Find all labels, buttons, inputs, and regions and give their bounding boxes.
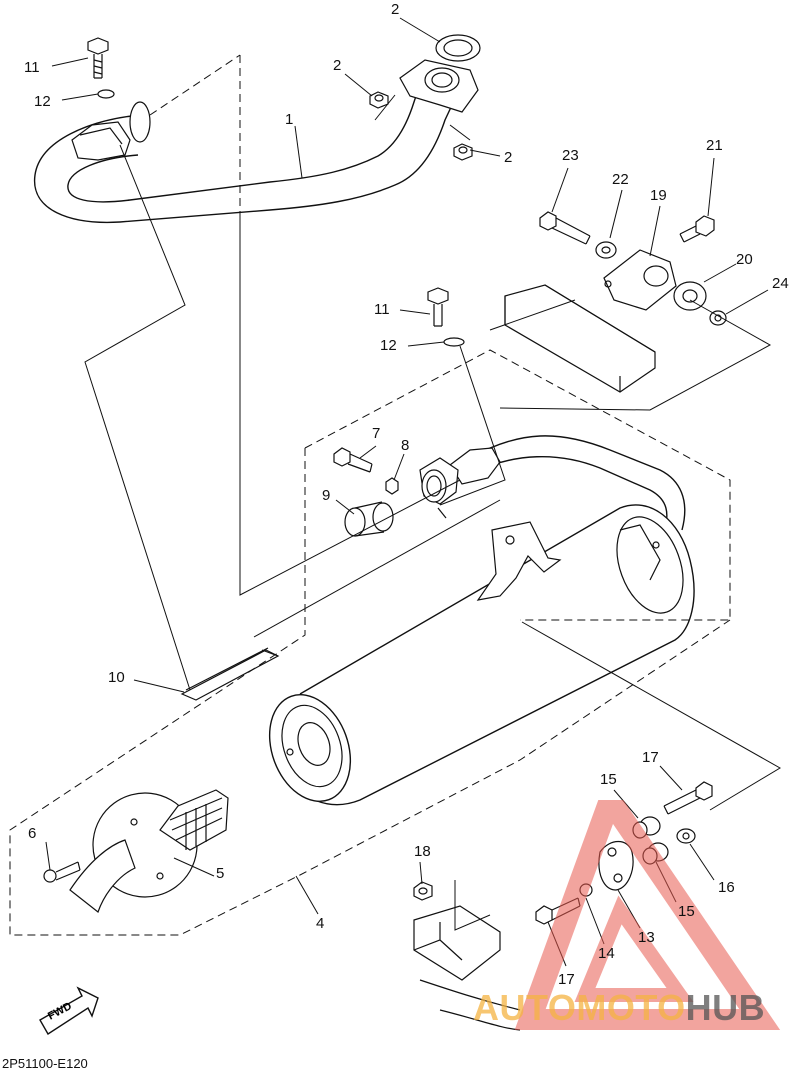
callout-16: 16 [718,879,735,896]
frame-member-lower [413,905,521,1031]
damper-20 [673,281,707,311]
washer-12-upper [97,89,115,99]
assembly-outline-1 [149,54,241,215]
callout-11-upper: 11 [24,59,40,76]
nut-2-upper [369,91,389,109]
washer-22 [595,241,617,259]
exhaust-header-pipe [33,59,479,224]
muffler-assembly [268,435,695,806]
callout-12-upper: 12 [34,93,51,110]
callout-5: 5 [216,865,225,882]
callout-17-lower: 17 [558,971,575,988]
callout-6: 6 [28,825,37,842]
fwd-arrow-icon [39,986,99,1035]
washer-12-middle [443,337,465,347]
gasket-3 [435,34,481,62]
callout-4: 4 [316,915,325,932]
callout-21: 21 [706,137,723,154]
bolt-11-upper [87,37,109,79]
callout-12-middle: 12 [380,337,397,354]
watermark-part-2: HUB [685,987,766,1028]
screw-6 [43,861,81,883]
callout-2-lower: 2 [504,149,513,166]
callout-15: 14 [598,945,615,962]
nut-18 [413,881,433,901]
callout-8: 8 [401,437,410,454]
nut-2-lower [453,143,473,161]
bolt-23 [539,211,591,245]
bolt-17-upper [663,781,713,815]
diagram-code: 2P51100-E120 [2,1056,88,1071]
plate-10 [180,647,280,701]
callout-23: 23 [562,147,579,164]
callout-1: 1 [285,111,294,128]
callout-22: 22 [612,171,629,188]
reference-lines [84,94,781,931]
watermark-text: AUTOMOTOHUB [473,990,765,1026]
watermark-part-1: AUTOMOTO [473,987,686,1028]
damper-13 [598,840,634,891]
callout-3: 2 [391,1,400,18]
callout-11-middle: 11 [374,301,390,318]
bolt-7 [333,447,373,473]
callout-2-upper: 2 [333,57,342,74]
callout-13: 13 [638,929,655,946]
callout-14-upper: 15 [600,771,617,788]
spark-arrester-5 [69,789,229,913]
clamp-joint [419,457,459,519]
washer-16 [676,828,696,844]
nut-8 [385,477,399,495]
watermark-logo [514,800,781,1030]
callout-10: 10 [108,669,125,686]
callout-24: 24 [772,275,789,292]
callout-19: 19 [650,187,667,204]
callout-7: 7 [372,425,381,442]
callout-20: 20 [736,251,753,268]
callout-9: 9 [322,487,331,504]
bolt-11-middle [427,287,449,327]
callout-17-upper: 17 [642,749,659,766]
bolt-21 [679,215,715,243]
bracket-19 [603,249,677,311]
sleeve-9 [344,501,394,537]
assembly-outline-4 [9,349,731,936]
callout-14-lower: 15 [678,903,695,920]
callout-18: 18 [414,843,431,860]
